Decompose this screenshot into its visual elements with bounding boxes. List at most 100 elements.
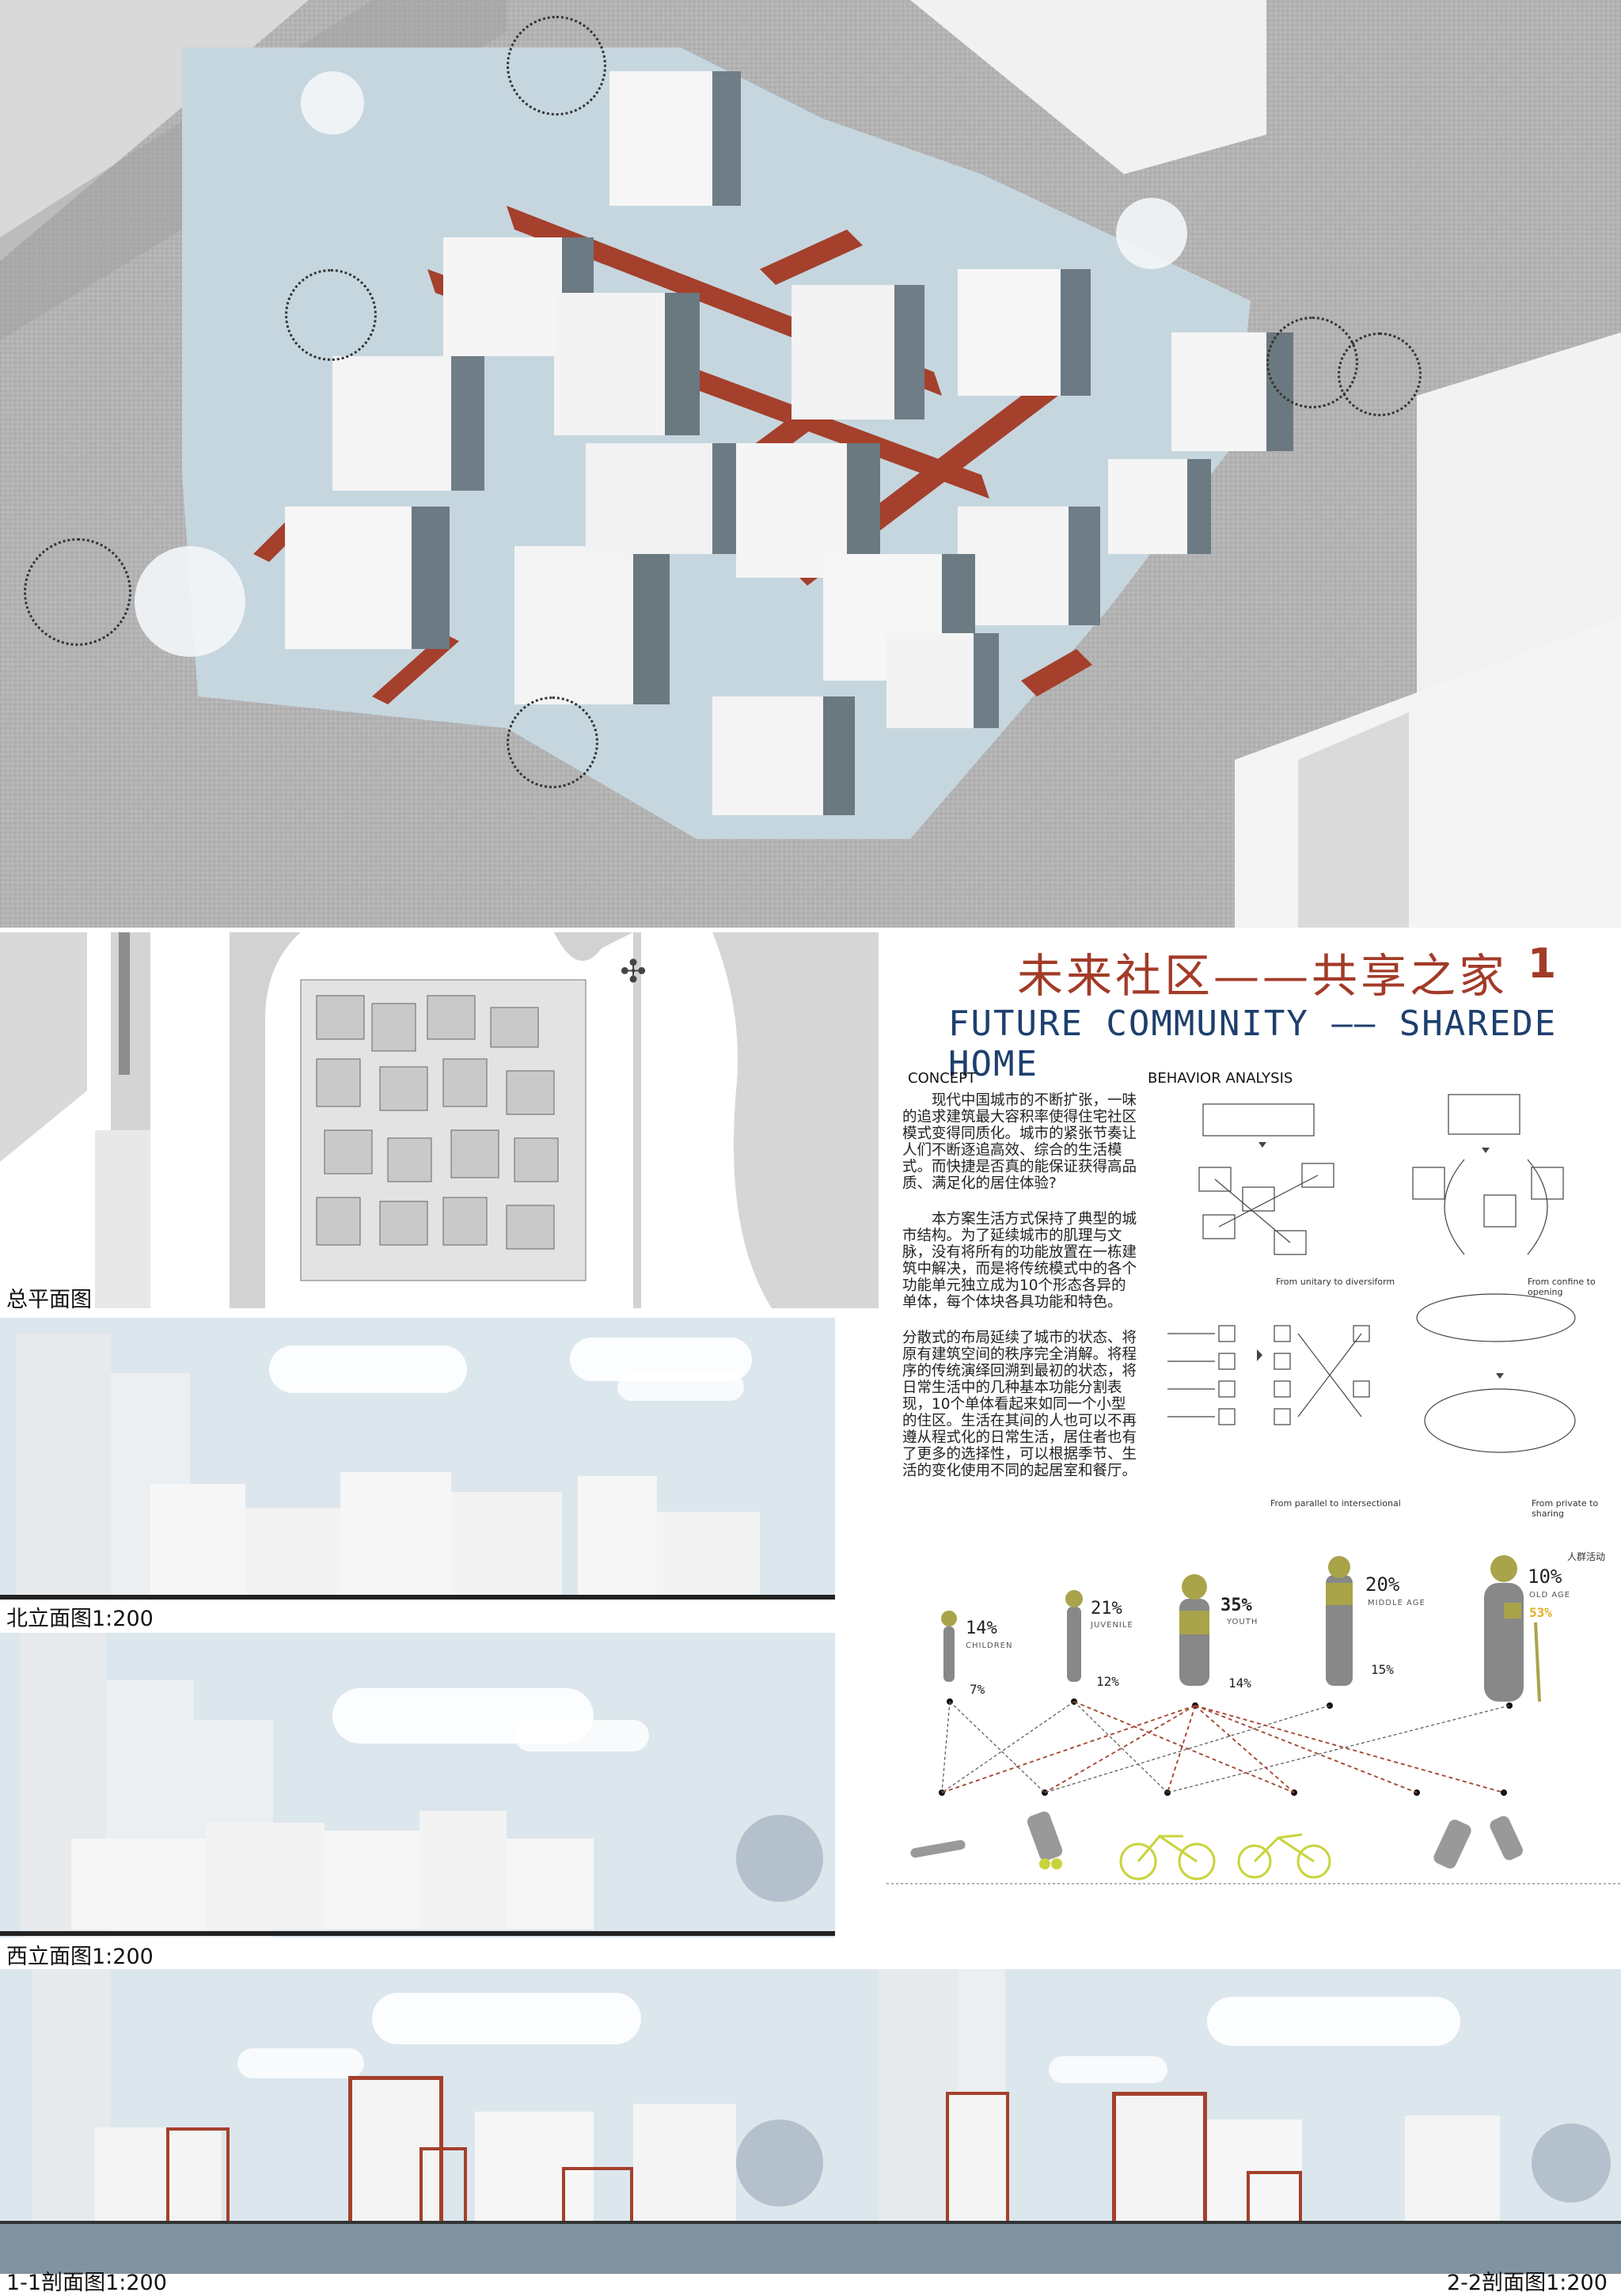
- building-elevation: [206, 1823, 325, 1930]
- section-1-1-caption: 1-1剖面图1:200: [6, 2271, 167, 2295]
- building-elevation: [451, 1492, 562, 1595]
- west-elevation-caption: 西立面图1:200: [6, 1945, 154, 1969]
- section-cut: [562, 2167, 633, 2222]
- building-block: [958, 507, 1100, 625]
- building-block: [514, 546, 670, 704]
- concept-text: 现代中国城市的不断扩张，一味的追求建筑最大容积率使得住宅社区模式变得同质化。城市…: [902, 1092, 1140, 1498]
- tree-icon: [1338, 332, 1422, 416]
- building-elevation: [325, 1831, 419, 1930]
- cloud-icon: [1049, 2056, 1167, 2083]
- building-block: [285, 507, 450, 649]
- building-elevation: [507, 1839, 594, 1930]
- children-label: Children: [966, 1641, 1013, 1650]
- middle-age-percent: 20%: [1365, 1573, 1400, 1596]
- building-elevation: [340, 1472, 451, 1595]
- juvenile-label: Juvenile: [1091, 1621, 1133, 1630]
- behavior-diagram-drawing: [1167, 1094, 1576, 1453]
- behavior-label: From unitary to diversiform: [1276, 1277, 1395, 1287]
- behavior-heading: BEHAVIOR ANALYSIS: [1148, 1070, 1293, 1087]
- youth-label: Youth: [1227, 1618, 1258, 1626]
- building-block: [586, 443, 744, 554]
- section-cut: [1112, 2092, 1207, 2222]
- demographics-chart: 14% Children 7% 21% Juvenile 12% 35% You…: [886, 1551, 1621, 1923]
- tree-icon: [507, 16, 606, 116]
- ground-line: [0, 1595, 835, 1600]
- concept-paragraph: 本方案生活方式保持了典型的城市结构。为了延续城市的肌理与文脉，没有将所有的功能放…: [902, 1211, 1137, 1311]
- building-block: [332, 356, 484, 491]
- section-2-2-caption: 2-2剖面图1:200: [1447, 2271, 1608, 2295]
- ground-fill: [835, 2224, 1621, 2274]
- building-block: [554, 293, 700, 435]
- concept-paragraph: 分散式的布局延续了城市的状态、将原有建筑空间的秩序完全消解。将程序的传统演绎回溯…: [902, 1330, 1137, 1479]
- ground-line: [835, 2221, 1621, 2224]
- section-2-2: [835, 1969, 1621, 2274]
- concept-heading: CONCEPT: [908, 1070, 976, 1087]
- building-block: [609, 71, 741, 206]
- building-section: [95, 2127, 222, 2222]
- north-elevation: [0, 1318, 835, 1600]
- axonometric-render: [0, 0, 1621, 928]
- cloud-icon: [1207, 1997, 1460, 2046]
- behavior-label: From private to sharing: [1532, 1498, 1599, 1519]
- youth-percent: 35%: [1220, 1596, 1252, 1615]
- building-elevation: [71, 1839, 206, 1930]
- building-elevation: [150, 1484, 245, 1595]
- children-percent: 14%: [966, 1619, 997, 1638]
- middle-age-sub-percent: 15%: [1371, 1662, 1394, 1677]
- behavior-diagrams: From unitary to diversiform From confine…: [1140, 1088, 1621, 1519]
- behavior-label: From parallel to intersectional: [1270, 1498, 1401, 1509]
- tree-icon: [24, 538, 131, 646]
- tree-icon: [736, 2120, 823, 2207]
- building-block: [1171, 332, 1293, 451]
- snow-tree-icon: [135, 546, 245, 657]
- section-cut: [1247, 2171, 1302, 2222]
- section-cut: [946, 2092, 1009, 2222]
- juvenile-sub-percent: 12%: [1096, 1674, 1119, 1689]
- building-section: [633, 2104, 736, 2222]
- sheet-number: 1: [1528, 940, 1557, 988]
- youth-sub-percent: 14%: [1228, 1676, 1251, 1691]
- north-arrow-icon: ✣: [620, 954, 647, 990]
- building-block: [1108, 459, 1211, 554]
- building-elevation: [419, 1811, 507, 1930]
- tree-icon: [507, 696, 598, 788]
- cloud-icon: [372, 1993, 641, 2044]
- tree-icon: [285, 269, 377, 361]
- old-age-label: Old age: [1529, 1591, 1571, 1600]
- building-block: [958, 269, 1091, 396]
- building-elevation: [657, 1512, 760, 1595]
- title-chinese: 未来社区——共享之家: [1017, 949, 1509, 1003]
- site-plan-drawing: [0, 932, 879, 1308]
- site-plan-caption: 总平面图: [6, 1288, 92, 1312]
- building-block: [712, 696, 855, 815]
- building-section: [1405, 2116, 1500, 2222]
- building-block: [736, 443, 880, 578]
- ground-line: [0, 1931, 835, 1936]
- title-english: FUTURE COMMUNITY —— SHAREDE HOME: [948, 1004, 1558, 1084]
- north-elevation-caption: 北立面图1:200: [6, 1607, 154, 1631]
- building-elevation: [245, 1508, 340, 1595]
- cloud-icon: [269, 1345, 467, 1393]
- cloud-icon: [237, 2048, 364, 2078]
- ground-fill: [0, 2224, 835, 2274]
- old-age-sub-percent: 53%: [1529, 1605, 1552, 1620]
- west-elevation: [0, 1633, 835, 1937]
- middle-age-label: Middle age: [1368, 1599, 1425, 1607]
- concept-paragraph: 现代中国城市的不断扩张，一味的追求建筑最大容积率使得住宅社区模式变得同质化。城市…: [902, 1092, 1137, 1192]
- building-block: [792, 285, 924, 419]
- juvenile-percent: 21%: [1091, 1599, 1122, 1619]
- old-age-percent: 10%: [1528, 1565, 1562, 1588]
- ground-line: [0, 2221, 835, 2224]
- section-1-1: [0, 1969, 835, 2274]
- tree-icon: [1532, 2123, 1611, 2203]
- demographics-drawing: [886, 1555, 1621, 1884]
- snow-tree-icon: [301, 71, 364, 135]
- background-tower: [16, 1334, 111, 1600]
- section-cut: [166, 2127, 230, 2222]
- demographics-note: 人群活动: [1567, 1551, 1606, 1562]
- site-plan: ✣: [0, 932, 879, 1308]
- cloud-icon: [617, 1373, 744, 1401]
- building-elevation: [578, 1476, 657, 1595]
- background-tower: [879, 1969, 958, 2222]
- cloud-icon: [514, 1720, 649, 1751]
